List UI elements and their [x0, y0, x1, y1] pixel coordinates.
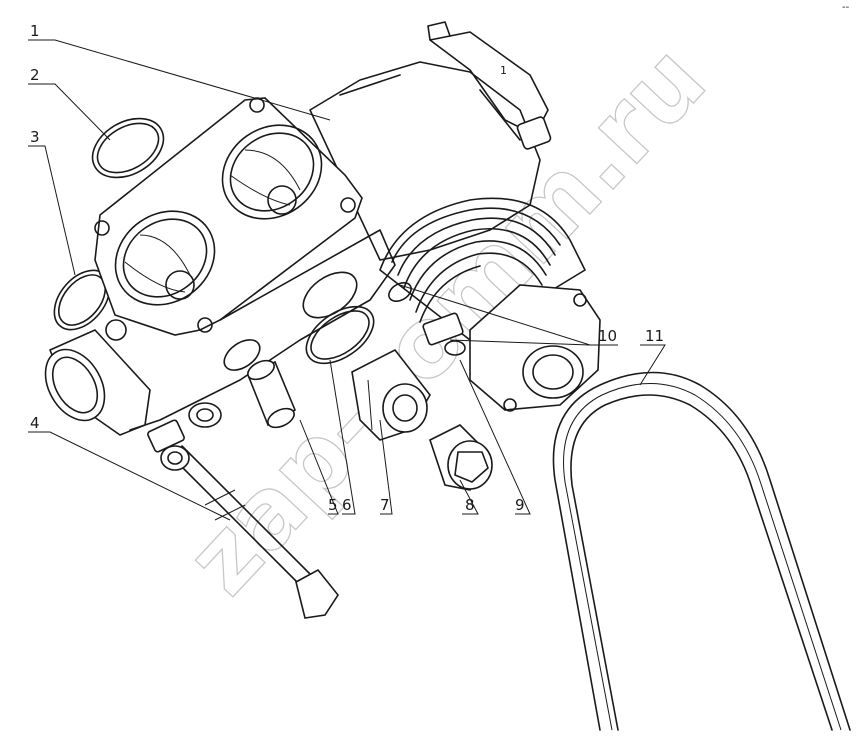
callout-11: 11	[645, 327, 664, 345]
callout-6: 6	[342, 496, 352, 514]
callout-4: 4	[30, 414, 40, 432]
o-ring-part-2	[91, 117, 165, 179]
callout-7: 7	[380, 496, 390, 514]
leader-lines	[28, 39, 666, 521]
pump-housing-part-1	[44, 21, 552, 453]
callout-3: 3	[30, 128, 40, 146]
hub	[469, 284, 601, 412]
cap-part-8	[429, 424, 493, 491]
bolt-part-9	[422, 312, 466, 356]
callout-5: 5	[328, 496, 338, 514]
corner-mark: --	[842, 2, 850, 13]
callout-2: 2	[30, 66, 40, 84]
idler-part-7	[351, 348, 431, 441]
sleeve-part-5	[246, 359, 297, 429]
pulley	[379, 197, 586, 341]
callout-1-bracket: 1	[500, 64, 507, 77]
callout-8: 8	[465, 496, 475, 514]
o-ring-part-6	[305, 305, 375, 365]
callout-1: 1	[30, 22, 40, 40]
callout-labels: 1 2 3 4 5 6 7 8 9 10 11 1 --	[30, 2, 850, 514]
callout-9: 9	[515, 496, 525, 514]
callout-10: 10	[598, 327, 617, 345]
belt-part-11	[552, 371, 851, 731]
bolt-part-4	[160, 445, 339, 619]
